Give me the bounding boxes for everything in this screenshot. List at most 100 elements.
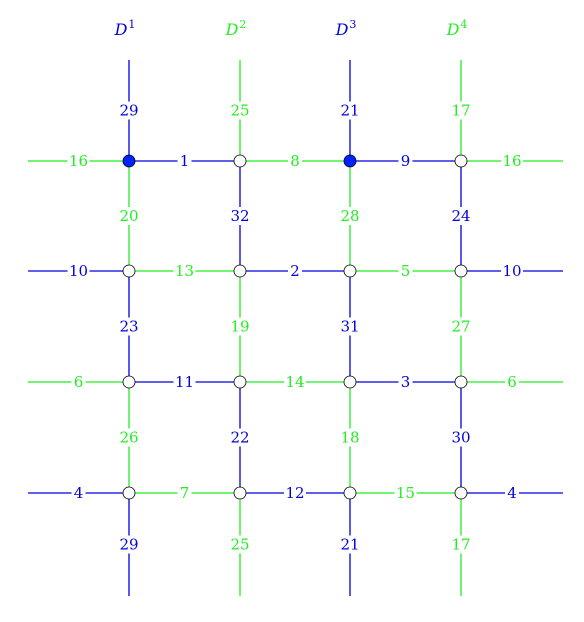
edge-label: 12 (285, 484, 304, 502)
column-header-base: D (335, 20, 349, 39)
grid-node (454, 486, 468, 500)
edge-label: 31 (340, 318, 359, 336)
edge-label-background (177, 484, 192, 502)
edge-label: 10 (502, 262, 521, 280)
edge-label-background (501, 262, 523, 280)
edge-label-background (229, 535, 251, 554)
edge-label: 28 (340, 207, 359, 225)
edge-label-background (288, 262, 302, 280)
grid-node (122, 264, 136, 278)
grid-node (343, 375, 357, 389)
edge-label-background (173, 373, 196, 391)
edge-label-background (118, 317, 140, 336)
edge-label: 23 (119, 318, 138, 336)
edge-label-background (339, 207, 361, 225)
edge-label: 5 (401, 262, 411, 280)
edge-label: 25 (230, 536, 249, 554)
edge-label-background (229, 101, 251, 120)
grid-node (233, 375, 247, 389)
edge-label-background (398, 152, 413, 170)
edge-label-background (177, 152, 192, 170)
edge-label: 21 (340, 536, 359, 554)
edge-label: 9 (401, 152, 411, 170)
column-header-superscript: 3 (349, 18, 356, 31)
edge-label-background (288, 152, 302, 170)
edge-label: 19 (230, 318, 249, 336)
edge-label: 20 (119, 207, 138, 225)
edge-label: 30 (451, 429, 470, 447)
grid-node (454, 375, 468, 389)
edge-label: 18 (340, 429, 359, 447)
edge-label-background (450, 317, 472, 336)
filled-node (122, 154, 136, 168)
edge-label-background (284, 373, 306, 391)
edge-label-background (71, 484, 86, 502)
column-header-superscript: 2 (239, 18, 246, 31)
nodes-layer (122, 154, 468, 500)
edge-label-background (118, 101, 140, 120)
edge-label-background (339, 317, 361, 336)
edge-label-background (505, 373, 519, 391)
edge-label-background (505, 484, 519, 502)
edge-label-background (450, 101, 472, 120)
edge-label: 4 (507, 484, 517, 502)
edge-label-background (339, 101, 361, 120)
edge-label: 16 (69, 152, 88, 170)
edge-label-background (118, 207, 140, 225)
edge-label-background (118, 535, 140, 554)
edge-label-background (71, 373, 86, 391)
edge-label: 17 (451, 102, 470, 120)
grid-node (233, 486, 247, 500)
grid-node (233, 264, 247, 278)
edge-label: 29 (119, 536, 138, 554)
edge-label: 6 (74, 373, 84, 391)
column-header: D3 (335, 18, 357, 39)
edge-label: 21 (340, 102, 359, 120)
grid-node (122, 486, 136, 500)
grid-node (343, 264, 357, 278)
edge-label: 11 (175, 373, 194, 391)
edge-label: 13 (175, 262, 194, 280)
edge-label-background (450, 535, 472, 554)
grid-node (454, 264, 468, 278)
column-header-superscript: 4 (460, 18, 467, 31)
edge-label-background (67, 152, 90, 170)
grid-node (122, 375, 136, 389)
edge-label: 4 (74, 484, 84, 502)
column-header-base: D (225, 20, 239, 39)
column-header-superscript: 1 (128, 18, 135, 31)
edge-label-background (229, 428, 251, 447)
edge-label: 26 (119, 429, 138, 447)
grid-node (454, 154, 468, 168)
edge-label-background (398, 262, 413, 280)
edge-label: 25 (230, 102, 249, 120)
grid-node (233, 154, 247, 168)
edge-label: 1 (180, 152, 190, 170)
edge-label: 16 (502, 152, 521, 170)
edge-label-background (229, 317, 251, 336)
edge-label: 3 (401, 373, 411, 391)
edge-label-background (67, 262, 90, 280)
column-header: D1 (114, 18, 136, 39)
edge-label: 2 (290, 262, 300, 280)
edge-label-background (284, 484, 306, 502)
column-header-base: D (446, 20, 460, 39)
edge-label: 32 (230, 207, 249, 225)
edge-label-background (394, 484, 417, 502)
edge-label-background (173, 262, 196, 280)
edge-label-background (450, 207, 472, 225)
edges-layer (28, 60, 563, 596)
edge-label: 14 (285, 373, 304, 391)
edge-label: 29 (119, 102, 138, 120)
edge-label-background (339, 428, 361, 447)
edge-label-background (398, 373, 413, 391)
edge-label-background (339, 535, 361, 554)
edge-label-background (229, 207, 251, 225)
edge-label-background (118, 428, 140, 447)
edge-label: 22 (230, 429, 249, 447)
filled-node (343, 154, 357, 168)
